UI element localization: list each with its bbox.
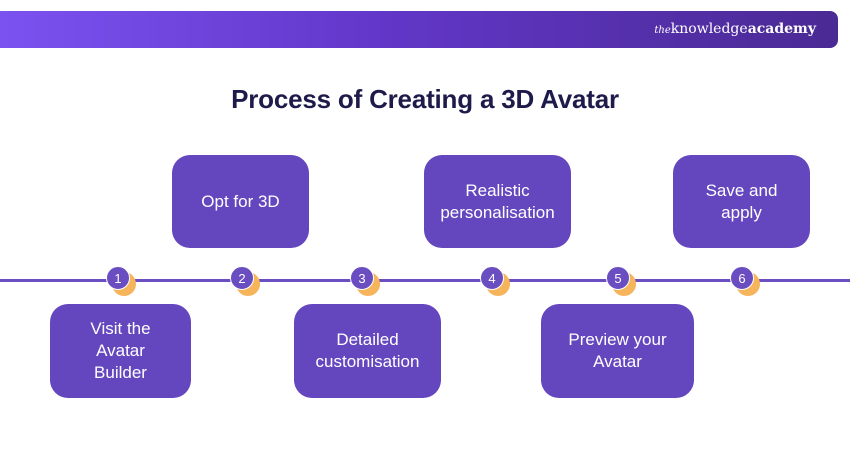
step-number-4: 4: [480, 266, 504, 290]
step-marker-4: 4: [480, 266, 510, 296]
step-marker-2: 2: [230, 266, 260, 296]
step-number-6: 6: [730, 266, 754, 290]
logo-knowledge: knowledge: [670, 21, 748, 37]
header-banner: theknowledgeacademy: [0, 11, 838, 48]
step-box-6: Save and apply: [673, 155, 810, 248]
step-marker-3: 3: [350, 266, 380, 296]
timeline-line: [0, 279, 850, 282]
step-marker-5: 5: [606, 266, 636, 296]
logo-the: the: [654, 25, 671, 36]
logo-academy: academy: [747, 21, 816, 37]
step-label-4: Realistic personalisation: [440, 180, 555, 222]
step-label-3: Detailed customisation: [315, 330, 420, 371]
step-box-4: Realistic personalisation: [424, 155, 571, 248]
brand-logo: theknowledgeacademy: [654, 20, 816, 40]
step-label-5: Preview your Avatar: [568, 330, 667, 371]
step-box-5: Preview your Avatar: [541, 304, 694, 398]
step-label-1: Visit the Avatar Builder: [90, 319, 151, 382]
step-label-2: Opt for 3D: [201, 191, 280, 211]
step-label-6: Save and apply: [705, 180, 778, 222]
step-box-1: Visit the Avatar Builder: [50, 304, 191, 398]
step-number-5: 5: [606, 266, 630, 290]
step-number-2: 2: [230, 266, 254, 290]
step-marker-6: 6: [730, 266, 760, 296]
step-box-3: Detailed customisation: [294, 304, 441, 398]
step-number-1: 1: [106, 266, 130, 290]
page-title: Process of Creating a 3D Avatar: [231, 84, 619, 114]
step-marker-1: 1: [106, 266, 136, 296]
step-number-3: 3: [350, 266, 374, 290]
step-box-2: Opt for 3D: [172, 155, 309, 248]
